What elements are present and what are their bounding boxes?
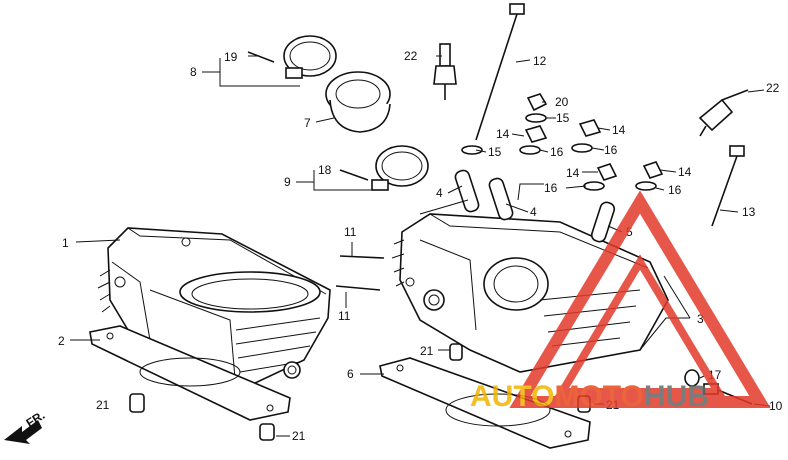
watermark-triangle-inner-icon (554, 254, 726, 396)
insulator-clamp-upper (283, 35, 337, 79)
callout-18: 18 (318, 163, 332, 177)
callout-16c: 16 (544, 181, 558, 195)
callout-22a: 22 (404, 49, 418, 63)
long-bolt-13 (711, 145, 745, 227)
stud-bolts (335, 255, 385, 291)
cylinder-gasket (89, 325, 291, 421)
callout-12: 12 (533, 54, 547, 68)
callout-11b: 11 (338, 309, 351, 323)
automotohub-watermark: AUTOMOTOHUB (470, 190, 771, 413)
callout-21c: 21 (420, 344, 434, 358)
callout-14a: 14 (496, 127, 510, 141)
callout-16d: 16 (668, 183, 682, 197)
spark-plug-right (698, 89, 749, 137)
callout-22b: 22 (766, 81, 780, 95)
watermark-logo-text: AUTOMOTOHUB (470, 380, 709, 413)
callout-3: 3 (697, 312, 704, 326)
callout-4a: 4 (436, 186, 443, 200)
clamp-screws (247, 51, 369, 181)
callout-19: 19 (224, 50, 238, 64)
callout-14d: 14 (678, 165, 692, 179)
callout-2: 2 (58, 334, 65, 348)
callout-7: 7 (304, 116, 311, 130)
callout-8: 8 (190, 65, 197, 79)
callout-11a: 11 (344, 225, 357, 239)
sealing-washer (684, 369, 700, 387)
callout-5: 5 (626, 225, 633, 239)
callout-21a: 21 (96, 398, 110, 412)
leader-lines (70, 55, 771, 437)
callout-4b: 4 (530, 205, 537, 219)
callout-15b: 15 (556, 111, 570, 125)
insulator-clamp-lower (371, 145, 429, 191)
callout-1: 1 (62, 236, 69, 250)
callout-20: 20 (555, 95, 569, 109)
callout-15a: 15 (488, 145, 502, 159)
callout-13: 13 (742, 205, 756, 219)
callout-labels: 1 2 3 4 4 5 6 7 8 9 10 11 11 12 13 14 14… (58, 49, 783, 443)
callout-9: 9 (284, 175, 291, 189)
front-direction-label: FR. (24, 408, 48, 430)
callout-16b: 16 (604, 143, 618, 157)
callout-16a: 16 (550, 145, 564, 159)
valve-guides (454, 169, 616, 243)
front-direction-indicator: FR. (4, 408, 47, 444)
long-bolt-12 (475, 3, 525, 141)
nut-washer-stack (461, 93, 664, 191)
spark-plug-left (433, 43, 457, 100)
watermark-triangle-icon (509, 190, 771, 408)
callout-6: 6 (347, 367, 354, 381)
callout-14b: 14 (612, 123, 626, 137)
callout-21b: 21 (292, 429, 306, 443)
dowel-pin-group (129, 343, 591, 441)
front-arrow-icon (4, 420, 42, 444)
callout-14c: 14 (566, 166, 580, 180)
carburetor-insulator (325, 71, 391, 133)
head-gasket (379, 357, 591, 449)
callout-10: 10 (769, 399, 783, 413)
